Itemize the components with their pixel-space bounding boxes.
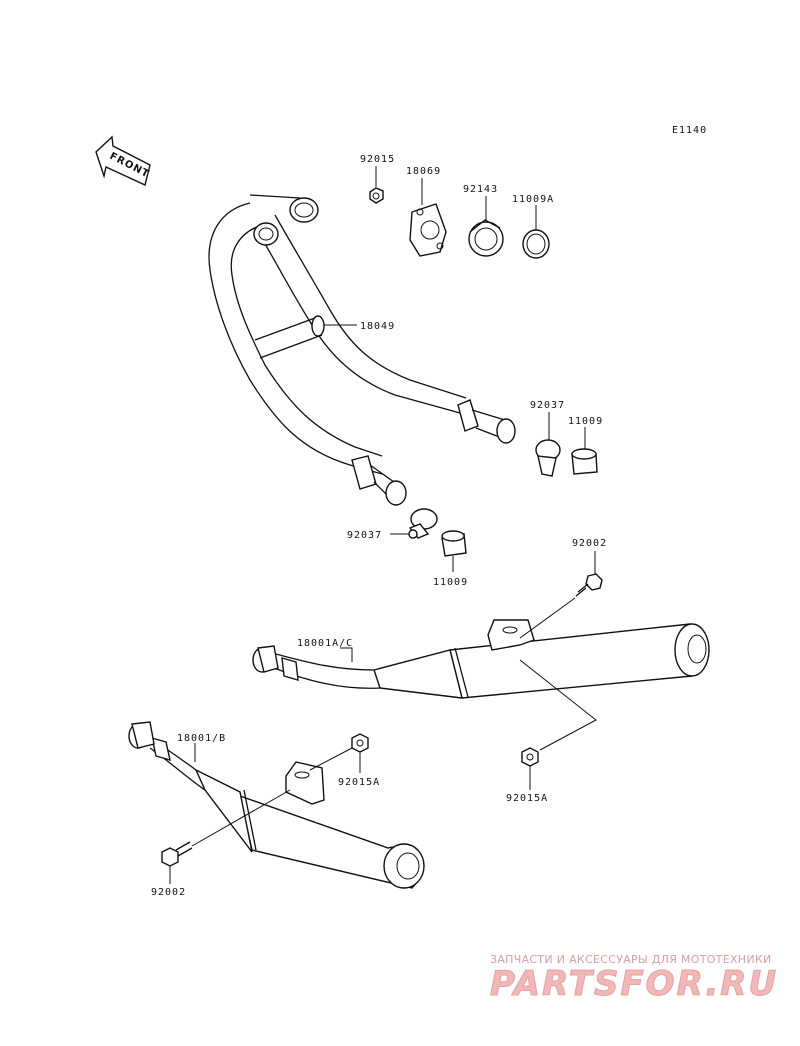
label-92002-top: 92002 xyxy=(572,538,607,549)
label-11009A: 11009A xyxy=(512,194,554,205)
label-18001B: 18001/B xyxy=(177,733,226,744)
label-18049: 18049 xyxy=(360,321,395,332)
muffler-18001AC xyxy=(252,619,710,699)
muffler-18001B xyxy=(128,721,425,889)
leader-18001AC xyxy=(340,647,353,662)
label-92002-bottom: 92002 xyxy=(151,887,186,898)
bolt-92002-bottom xyxy=(161,841,193,867)
exhaust-pipe-18049 xyxy=(208,194,516,506)
gasket-11009-left xyxy=(441,530,467,557)
watermark-tagline: ЗАПЧАСТИ И АКСЕССУАРЫ ДЛЯ МОТОТЕХНИКИ xyxy=(490,953,772,966)
label-92143: 92143 xyxy=(463,184,498,195)
label-18069: 18069 xyxy=(406,166,441,177)
bolt-92002-top xyxy=(575,573,603,597)
diagram-code: E1140 xyxy=(672,125,707,136)
nut-92015A-right xyxy=(521,747,539,767)
label-18001AC: 18001A/C xyxy=(297,638,353,649)
leader-92015A-left-a xyxy=(309,747,353,771)
gasket-11009-right xyxy=(571,448,598,475)
clamp-92037-left xyxy=(408,508,438,539)
leader-92015A-right-a xyxy=(519,659,597,751)
label-92015A-left: 92015A xyxy=(338,777,380,788)
ring-11009A xyxy=(522,229,550,259)
watermark-logo: PARTSFOR.RU xyxy=(489,964,779,1005)
nut-92015 xyxy=(369,187,384,204)
label-11009-left: 11009 xyxy=(433,577,468,588)
label-92037-left: 92037 xyxy=(347,530,382,541)
label-92015-top: 92015 xyxy=(360,154,395,165)
nut-92015A-left xyxy=(351,733,369,753)
label-92015A-right: 92015A xyxy=(506,793,548,804)
front-arrow-icon: FRONT xyxy=(95,135,151,186)
label-11009-right: 11009 xyxy=(568,416,603,427)
leader-92002-top-to-muffler xyxy=(519,597,576,639)
collar-92143 xyxy=(468,219,504,257)
gasket-18069 xyxy=(409,203,447,257)
clamp-92037-right xyxy=(535,439,561,477)
leader-92002-bottom-a xyxy=(191,789,291,847)
label-92037-right: 92037 xyxy=(530,400,565,411)
